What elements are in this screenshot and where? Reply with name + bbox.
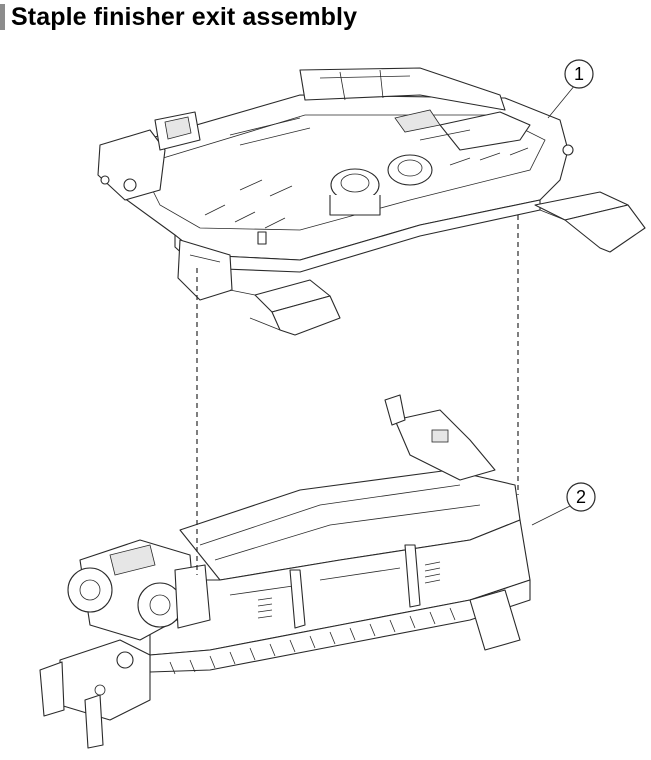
callout-2: 2 <box>531 482 596 526</box>
part-1-upper-exit-assembly <box>97 67 646 336</box>
title-accent-bar <box>0 4 5 30</box>
callout-1: 1 <box>547 59 594 119</box>
callout-1-circle <box>564 59 594 89</box>
callout-1-label: 1 <box>574 64 584 84</box>
page-title: Staple finisher exit assembly <box>11 2 358 31</box>
part-2-lower-exit-assembly <box>39 394 531 749</box>
callout-2-label: 2 <box>576 487 586 507</box>
page-header: Staple finisher exit assembly <box>0 2 357 32</box>
callout-2-circle <box>566 482 596 512</box>
